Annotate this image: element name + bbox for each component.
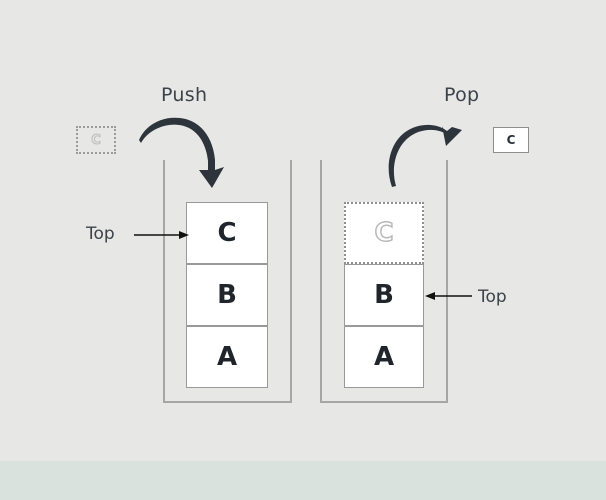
push-stack-cell-2-label: A bbox=[216, 342, 238, 372]
push-incoming-element-label: C bbox=[91, 132, 102, 148]
pop-stack-cell-2: A bbox=[344, 326, 424, 388]
pop-stack-cell-0-label: C bbox=[374, 217, 395, 249]
footer-band bbox=[0, 461, 606, 500]
pop-stack-cell-2-label: A bbox=[373, 342, 395, 372]
push-stack-cell-1: B bbox=[186, 264, 268, 326]
push-incoming-element-box: C bbox=[76, 126, 116, 154]
pop-stack-cell-1: B bbox=[344, 264, 424, 326]
pop-title: Pop bbox=[444, 84, 480, 106]
pop-outgoing-element-box: C bbox=[493, 127, 529, 153]
pop-stack-container bbox=[320, 160, 448, 403]
push-stack-cell-1-label: B bbox=[217, 280, 237, 310]
push-stack-cell-2: A bbox=[186, 326, 268, 388]
pop-stack-cell-0: C bbox=[344, 202, 424, 264]
push-stack-cell-0-label: C bbox=[217, 218, 237, 248]
push-top-pointer-label: Top bbox=[86, 224, 115, 244]
pop-stack-cell-1-label: B bbox=[374, 280, 394, 310]
push-stack-container bbox=[163, 160, 292, 403]
pop-top-pointer-label: Top bbox=[478, 287, 507, 307]
push-stack-cell-0: C bbox=[186, 202, 268, 264]
pop-outgoing-element-label: C bbox=[506, 133, 516, 147]
push-title: Push bbox=[161, 84, 208, 106]
